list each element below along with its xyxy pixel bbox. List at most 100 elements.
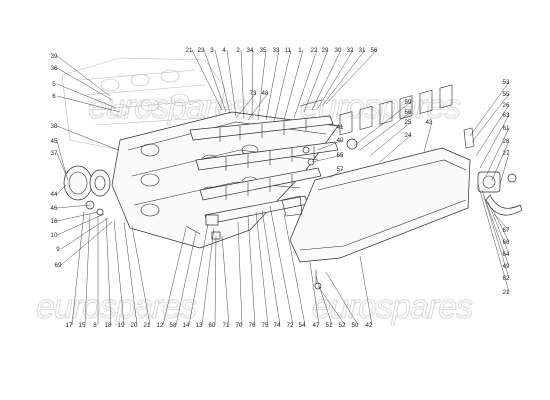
callout-label: 30 <box>335 47 342 54</box>
leader-line-19 <box>113 219 125 326</box>
sensor-assembly-right <box>463 127 523 216</box>
callout-label: 48 <box>262 90 269 97</box>
callout-label: 27 <box>503 150 510 157</box>
leader-line-4 <box>226 49 237 117</box>
callout-label: 70 <box>236 322 243 329</box>
callout-label: 6 <box>52 93 56 100</box>
callout-label: 40 <box>337 137 344 144</box>
callout-label: 66 <box>405 109 412 116</box>
leader-line-1 <box>283 49 304 121</box>
leader-line-3 <box>214 49 231 115</box>
leader-line-27 <box>499 152 510 185</box>
leader-line-52 <box>317 285 346 326</box>
callout-label: 11 <box>285 47 292 54</box>
callout-label: 57 <box>337 166 344 173</box>
callout-label: 37 <box>51 150 58 157</box>
leader-line-38 <box>56 125 119 151</box>
leader-line-70 <box>237 221 243 326</box>
leader-line-36 <box>56 67 113 101</box>
callout-label: 47 <box>313 322 320 329</box>
leader-lines <box>56 49 510 326</box>
callout-label: 16 <box>51 218 58 225</box>
leader-line-43 <box>423 121 433 153</box>
leader-line-71 <box>221 235 230 326</box>
callout-label: 39 <box>51 53 58 60</box>
leader-line-49 <box>483 195 510 267</box>
leader-line-13 <box>201 227 215 326</box>
front-seal-assembly <box>63 165 111 216</box>
callout-label: 46 <box>51 205 58 212</box>
leader-line-76 <box>247 215 256 326</box>
leader-line-31 <box>321 49 366 107</box>
callout-label: 8 <box>93 322 97 329</box>
callout-label: 55 <box>503 91 510 98</box>
leader-line-46 <box>56 204 91 209</box>
leader-line-56 <box>325 49 378 105</box>
callout-label: 38 <box>51 123 58 130</box>
leader-line-37 <box>56 152 69 181</box>
leader-line-64 <box>487 201 510 255</box>
callout-label: 17 <box>66 322 73 329</box>
callout-label: 5 <box>52 81 56 88</box>
leader-line-23 <box>203 49 227 113</box>
leader-line-11 <box>273 49 292 123</box>
callout-label: 62 <box>503 275 510 282</box>
callout-label: 52 <box>339 322 346 329</box>
leader-line-74 <box>261 209 281 326</box>
leader-line-41 <box>329 123 344 128</box>
leader-line-61 <box>485 127 510 177</box>
cylinder-head-left <box>111 111 339 249</box>
callout-label: 72 <box>287 322 294 329</box>
callout-label: 9 <box>56 246 60 253</box>
callout-label: 60 <box>209 322 216 329</box>
leader-line-2 <box>240 49 245 119</box>
callout-label: 23 <box>198 47 205 54</box>
leader-line-10 <box>56 213 105 236</box>
callout-label: 63 <box>503 112 510 119</box>
leader-line-29 <box>303 49 329 113</box>
callout-label: 18 <box>105 322 112 329</box>
leader-line-53 <box>469 81 510 137</box>
leader-line-26 <box>475 104 510 157</box>
leader-line-60 <box>214 235 217 326</box>
leader-line-25 <box>369 121 412 157</box>
callout-label: 74 <box>274 322 281 329</box>
callout-label: 41 <box>337 124 344 131</box>
callout-label: 69 <box>55 262 62 269</box>
callout-label: 64 <box>503 251 510 258</box>
leader-line-58 <box>175 231 197 326</box>
callout-label: 13 <box>196 322 203 329</box>
callout-label: 12 <box>157 322 164 329</box>
leader-line-45 <box>56 140 67 175</box>
leader-line-17 <box>71 211 85 326</box>
callout-label: 21 <box>503 289 510 296</box>
callout-label: 1 <box>298 47 302 54</box>
callout-label: 50 <box>352 322 359 329</box>
callout-label: 20 <box>131 322 138 329</box>
callout-label: 4 <box>222 47 226 54</box>
leader-line-22 <box>293 49 318 119</box>
callout-label: 34 <box>247 47 254 54</box>
leader-line-28 <box>491 140 510 181</box>
leader-line-16 <box>56 211 99 222</box>
callout-label: 58 <box>170 322 177 329</box>
callout-label: 19 <box>118 322 125 329</box>
leader-line-57 <box>329 168 344 179</box>
leader-line-12 <box>162 227 187 326</box>
valve-cover-right <box>289 84 471 263</box>
leader-line-73 <box>235 92 257 119</box>
callout-label: 3 <box>210 47 214 54</box>
callout-label: 54 <box>299 322 306 329</box>
leader-line-5 <box>56 83 117 109</box>
callout-label: 33 <box>273 47 280 54</box>
leader-line-50 <box>325 271 359 326</box>
callout-label: 45 <box>51 138 58 145</box>
callout-label: 28 <box>503 138 510 145</box>
callout-label: 43 <box>426 119 433 126</box>
callout-label: 15 <box>79 322 86 329</box>
leader-line-21 <box>131 225 151 326</box>
callout-label: 21 <box>144 322 151 329</box>
leader-line-21 <box>191 49 223 111</box>
